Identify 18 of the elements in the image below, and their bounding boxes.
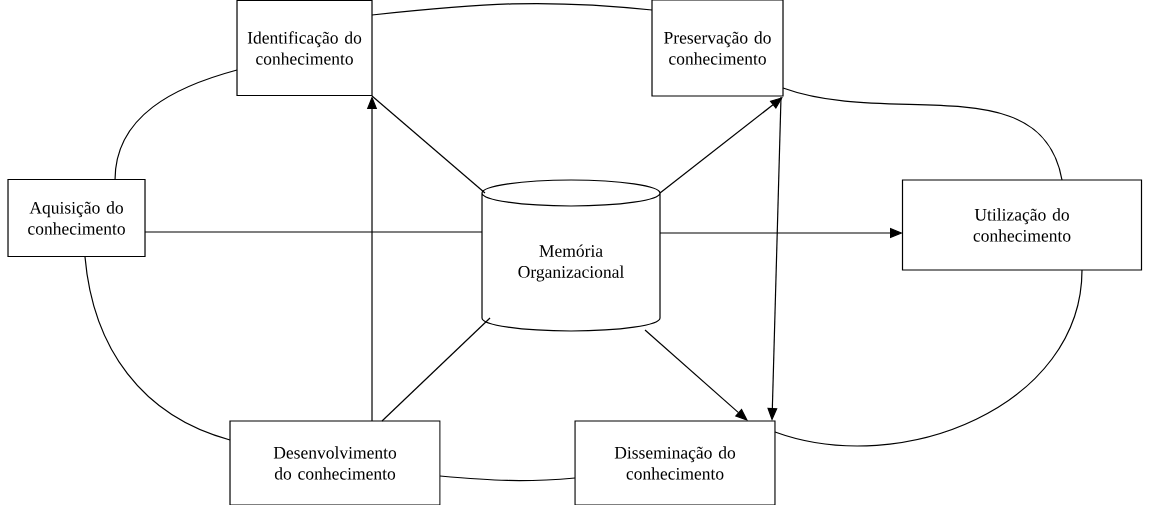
arrow	[644, 329, 748, 421]
connector-line	[439, 475, 576, 482]
connector-line	[144, 231, 483, 233]
process-box: Desenvolvimento do conhecimento	[229, 420, 441, 505]
connector-line	[782, 87, 1063, 181]
process-box: Disseminação do conhecimento	[574, 420, 776, 505]
process-box: Aquisição do conhecimento	[7, 178, 146, 258]
connector-line	[84, 256, 231, 441]
process-box: Utilização do conhecimento	[901, 179, 1143, 271]
process-box: Preservação do conhecimento	[651, 0, 784, 97]
connector-line	[114, 69, 238, 181]
arrow	[659, 97, 783, 194]
connector-line	[774, 269, 1083, 447]
connector-line	[371, 2, 653, 16]
connector-line	[381, 317, 491, 422]
connector-line	[371, 95, 486, 194]
cylinder: Memória Organizacional	[481, 179, 661, 332]
process-box: Identificação do conhecimento	[236, 0, 373, 97]
